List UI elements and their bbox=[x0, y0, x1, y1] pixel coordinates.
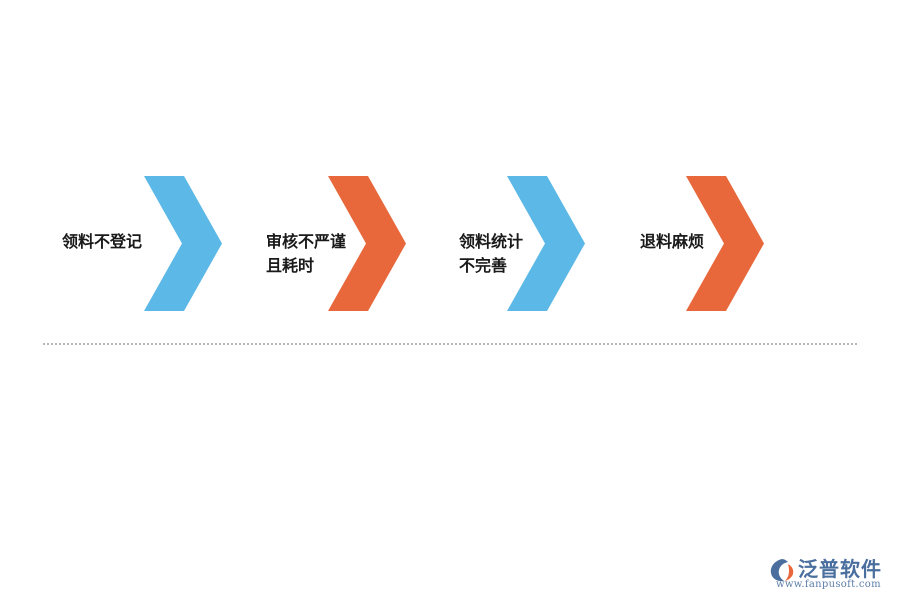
step-4-label: 退料麻烦 bbox=[640, 232, 705, 251]
step-1-chevron-shape bbox=[144, 176, 222, 311]
step-1-label: 领料不登记 bbox=[62, 232, 143, 251]
dotted-divider bbox=[43, 343, 857, 345]
logo-url: www.fanpusoft.com bbox=[776, 579, 881, 590]
logo-mark-icon bbox=[770, 559, 794, 582]
step-1-chevron bbox=[144, 176, 222, 311]
step-4-chevron-shape bbox=[686, 176, 764, 311]
step-3-chevron-shape bbox=[507, 176, 585, 311]
step-3-chevron bbox=[507, 176, 585, 311]
logo-name: 泛普软件 bbox=[798, 557, 882, 581]
brand-logo: 泛普软件 www.fanpusoft.com bbox=[768, 553, 892, 595]
step-4-chevron bbox=[686, 176, 764, 311]
step-2-chevron bbox=[328, 176, 406, 311]
step-3-label: 领料统计 不完善 bbox=[459, 232, 524, 275]
step-2-label: 审核不严谨 且耗时 bbox=[266, 232, 347, 275]
step-2-chevron-shape bbox=[328, 176, 406, 311]
